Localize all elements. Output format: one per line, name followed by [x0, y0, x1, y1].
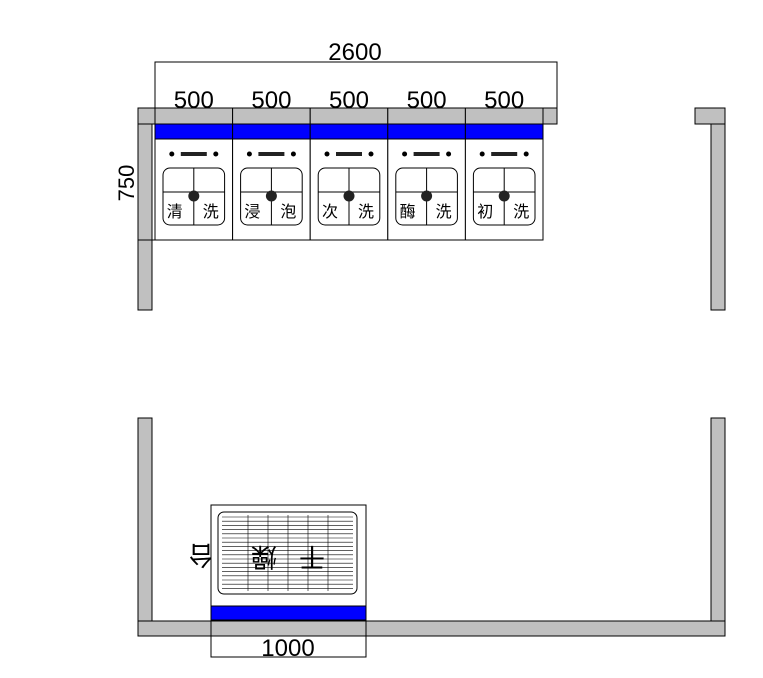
control-knob-icon — [290, 151, 296, 157]
control-knob-icon — [213, 151, 219, 157]
walls — [137, 107, 726, 637]
sink-label-left: 次 — [322, 202, 338, 221]
counter-blue-segment — [154, 123, 234, 140]
sink-cabinet: 初洗 — [464, 138, 544, 241]
sink-label-left: 清 — [167, 202, 183, 221]
control-knob-icon — [446, 151, 452, 157]
control-knob-icon — [246, 151, 252, 157]
wall-upper-right-top — [694, 107, 726, 125]
drying-table-blue-band — [210, 605, 367, 621]
sink-label-left: 酶 — [400, 202, 416, 221]
sink-cabinets: 清洗浸泡次洗酶洗初洗 — [154, 138, 544, 241]
wall-upper-left-top — [137, 107, 157, 125]
sink-label-left: 初 — [477, 202, 493, 221]
sink-cabinet: 次洗 — [309, 138, 389, 241]
counter-grey-segment — [154, 107, 234, 125]
sink-label-right: 洗 — [358, 202, 374, 221]
depth-label: 750 — [114, 165, 139, 202]
counter-grey-segment — [387, 107, 466, 125]
sink-label-right: 洗 — [436, 202, 452, 221]
drain-icon — [265, 190, 277, 202]
drying-table-char-2: 燥 — [251, 541, 277, 571]
wall-upper-right-vertical — [710, 123, 726, 311]
total-width-label: 2600 — [328, 39, 381, 66]
drying-table-char-1: 干 — [299, 541, 325, 571]
bottom-dimension-box — [210, 620, 367, 658]
drying-table-rack — [217, 511, 358, 595]
faucet-bar-icon — [491, 152, 518, 156]
drying-table-label: 干 燥 台 — [188, 539, 325, 571]
sink-cabinet: 浸泡 — [232, 138, 311, 241]
drying-table: 干 燥 台 1000 — [188, 504, 367, 662]
sink-label-right: 洗 — [203, 202, 219, 221]
counter-grey-segment — [464, 107, 544, 125]
wall-bottom-right-vertical — [710, 417, 726, 637]
counter-top-blue-band — [154, 123, 544, 140]
wall-upper-left-vertical — [137, 123, 153, 311]
counter-grey-segment — [309, 107, 389, 125]
wall-upper-left-stub — [542, 107, 558, 125]
drain-icon — [421, 190, 433, 202]
wall-bottom-left-vertical — [137, 417, 153, 637]
counter-top-grey-strip — [154, 107, 544, 125]
sink-label-right: 洗 — [513, 202, 529, 221]
wall-bottom-horizontal — [137, 620, 726, 637]
drying-table-char-3: 台 — [188, 539, 214, 569]
faucet-bar-icon — [413, 152, 440, 156]
bottom-width-label: 1000 — [261, 635, 314, 662]
faucet-bar-icon — [258, 152, 285, 156]
depth-dimension: 750 — [114, 124, 155, 241]
drain-icon — [188, 190, 200, 202]
control-knob-icon — [402, 151, 408, 157]
sink-cabinet: 酶洗 — [387, 138, 466, 241]
faucet-bar-icon — [180, 152, 207, 156]
control-knob-icon — [169, 151, 175, 157]
drying-rack-grille — [222, 515, 353, 591]
faucet-bar-icon — [336, 152, 362, 156]
counter-blue-segment — [387, 123, 466, 140]
counter-blue-segment — [232, 123, 311, 140]
counter-blue-segment — [464, 123, 544, 140]
sink-label-left: 浸 — [244, 202, 260, 221]
sink-label-right: 泡 — [280, 202, 296, 221]
control-knob-icon — [479, 151, 485, 157]
control-knob-icon — [324, 151, 330, 157]
counter-grey-segment — [232, 107, 311, 125]
drain-icon — [343, 190, 355, 202]
sink-cabinet: 清洗 — [154, 138, 234, 241]
control-knob-icon — [523, 151, 529, 157]
counter-blue-segment — [309, 123, 389, 140]
control-knob-icon — [368, 151, 374, 157]
drain-icon — [498, 190, 510, 202]
